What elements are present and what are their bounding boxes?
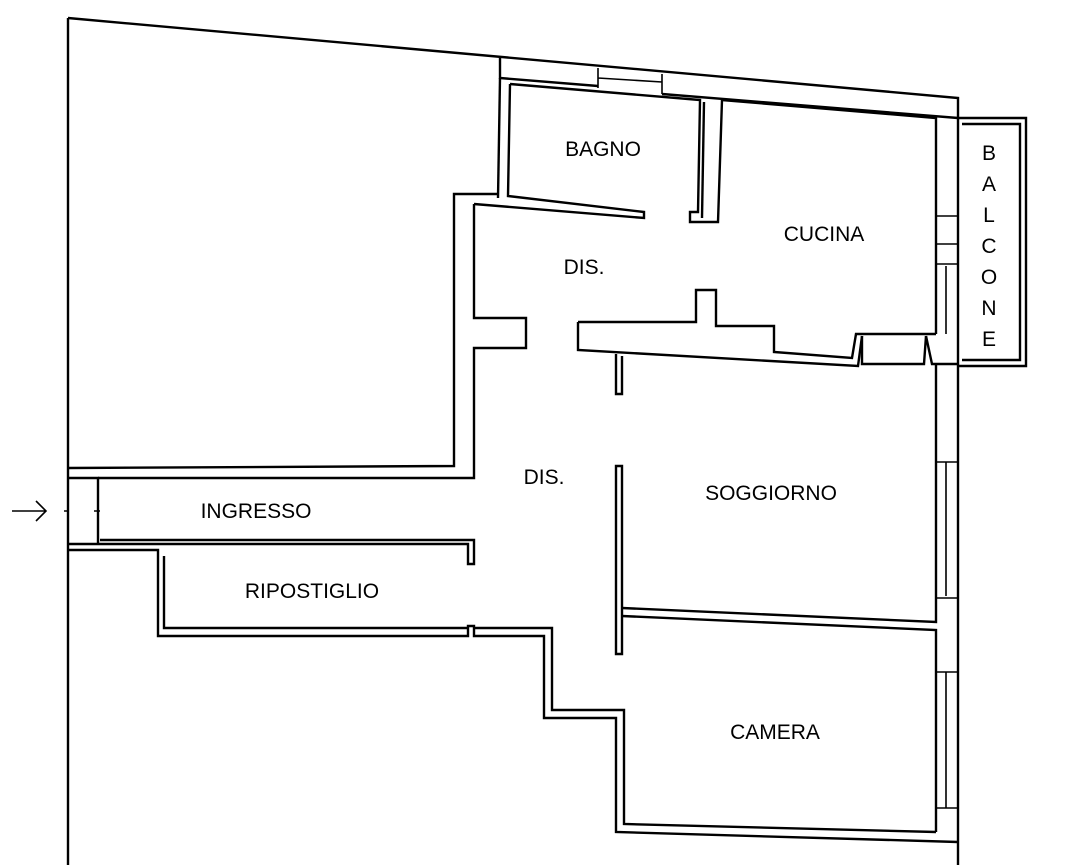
label-camera: CAMERA [730,721,820,744]
label-cucina: CUCINA [784,223,865,246]
balcone-letter: C [981,235,996,258]
room-bagno-walls [473,77,938,334]
balcone-letter: O [981,266,997,289]
balcone-letter: E [982,328,996,351]
label-soggiorno: SOGGIORNO [705,482,837,505]
balcone-letter: B [982,142,996,165]
label-dis-lower: DIS. [524,466,565,489]
label-dis-upper: DIS. [564,256,605,279]
corridor-upper-walls [67,192,528,480]
label-bagno: BAGNO [565,138,641,161]
living-walls [614,364,958,832]
balcone-letter: L [983,204,995,227]
entrance-arrow-icon [12,500,48,522]
label-balcone: B A L C O N E [981,142,997,351]
balcone-structure [936,116,1028,368]
label-ingresso: INGRESSO [201,500,312,523]
balcone-letter: A [982,173,996,196]
kitchen-lower-wall [576,288,958,396]
balcone-letter: N [981,297,996,320]
label-ripostiglio: RIPOSTIGLIO [245,580,379,603]
ripostiglio-walls [68,548,959,844]
outer-boundary [66,16,960,865]
ingresso-walls [64,476,476,566]
